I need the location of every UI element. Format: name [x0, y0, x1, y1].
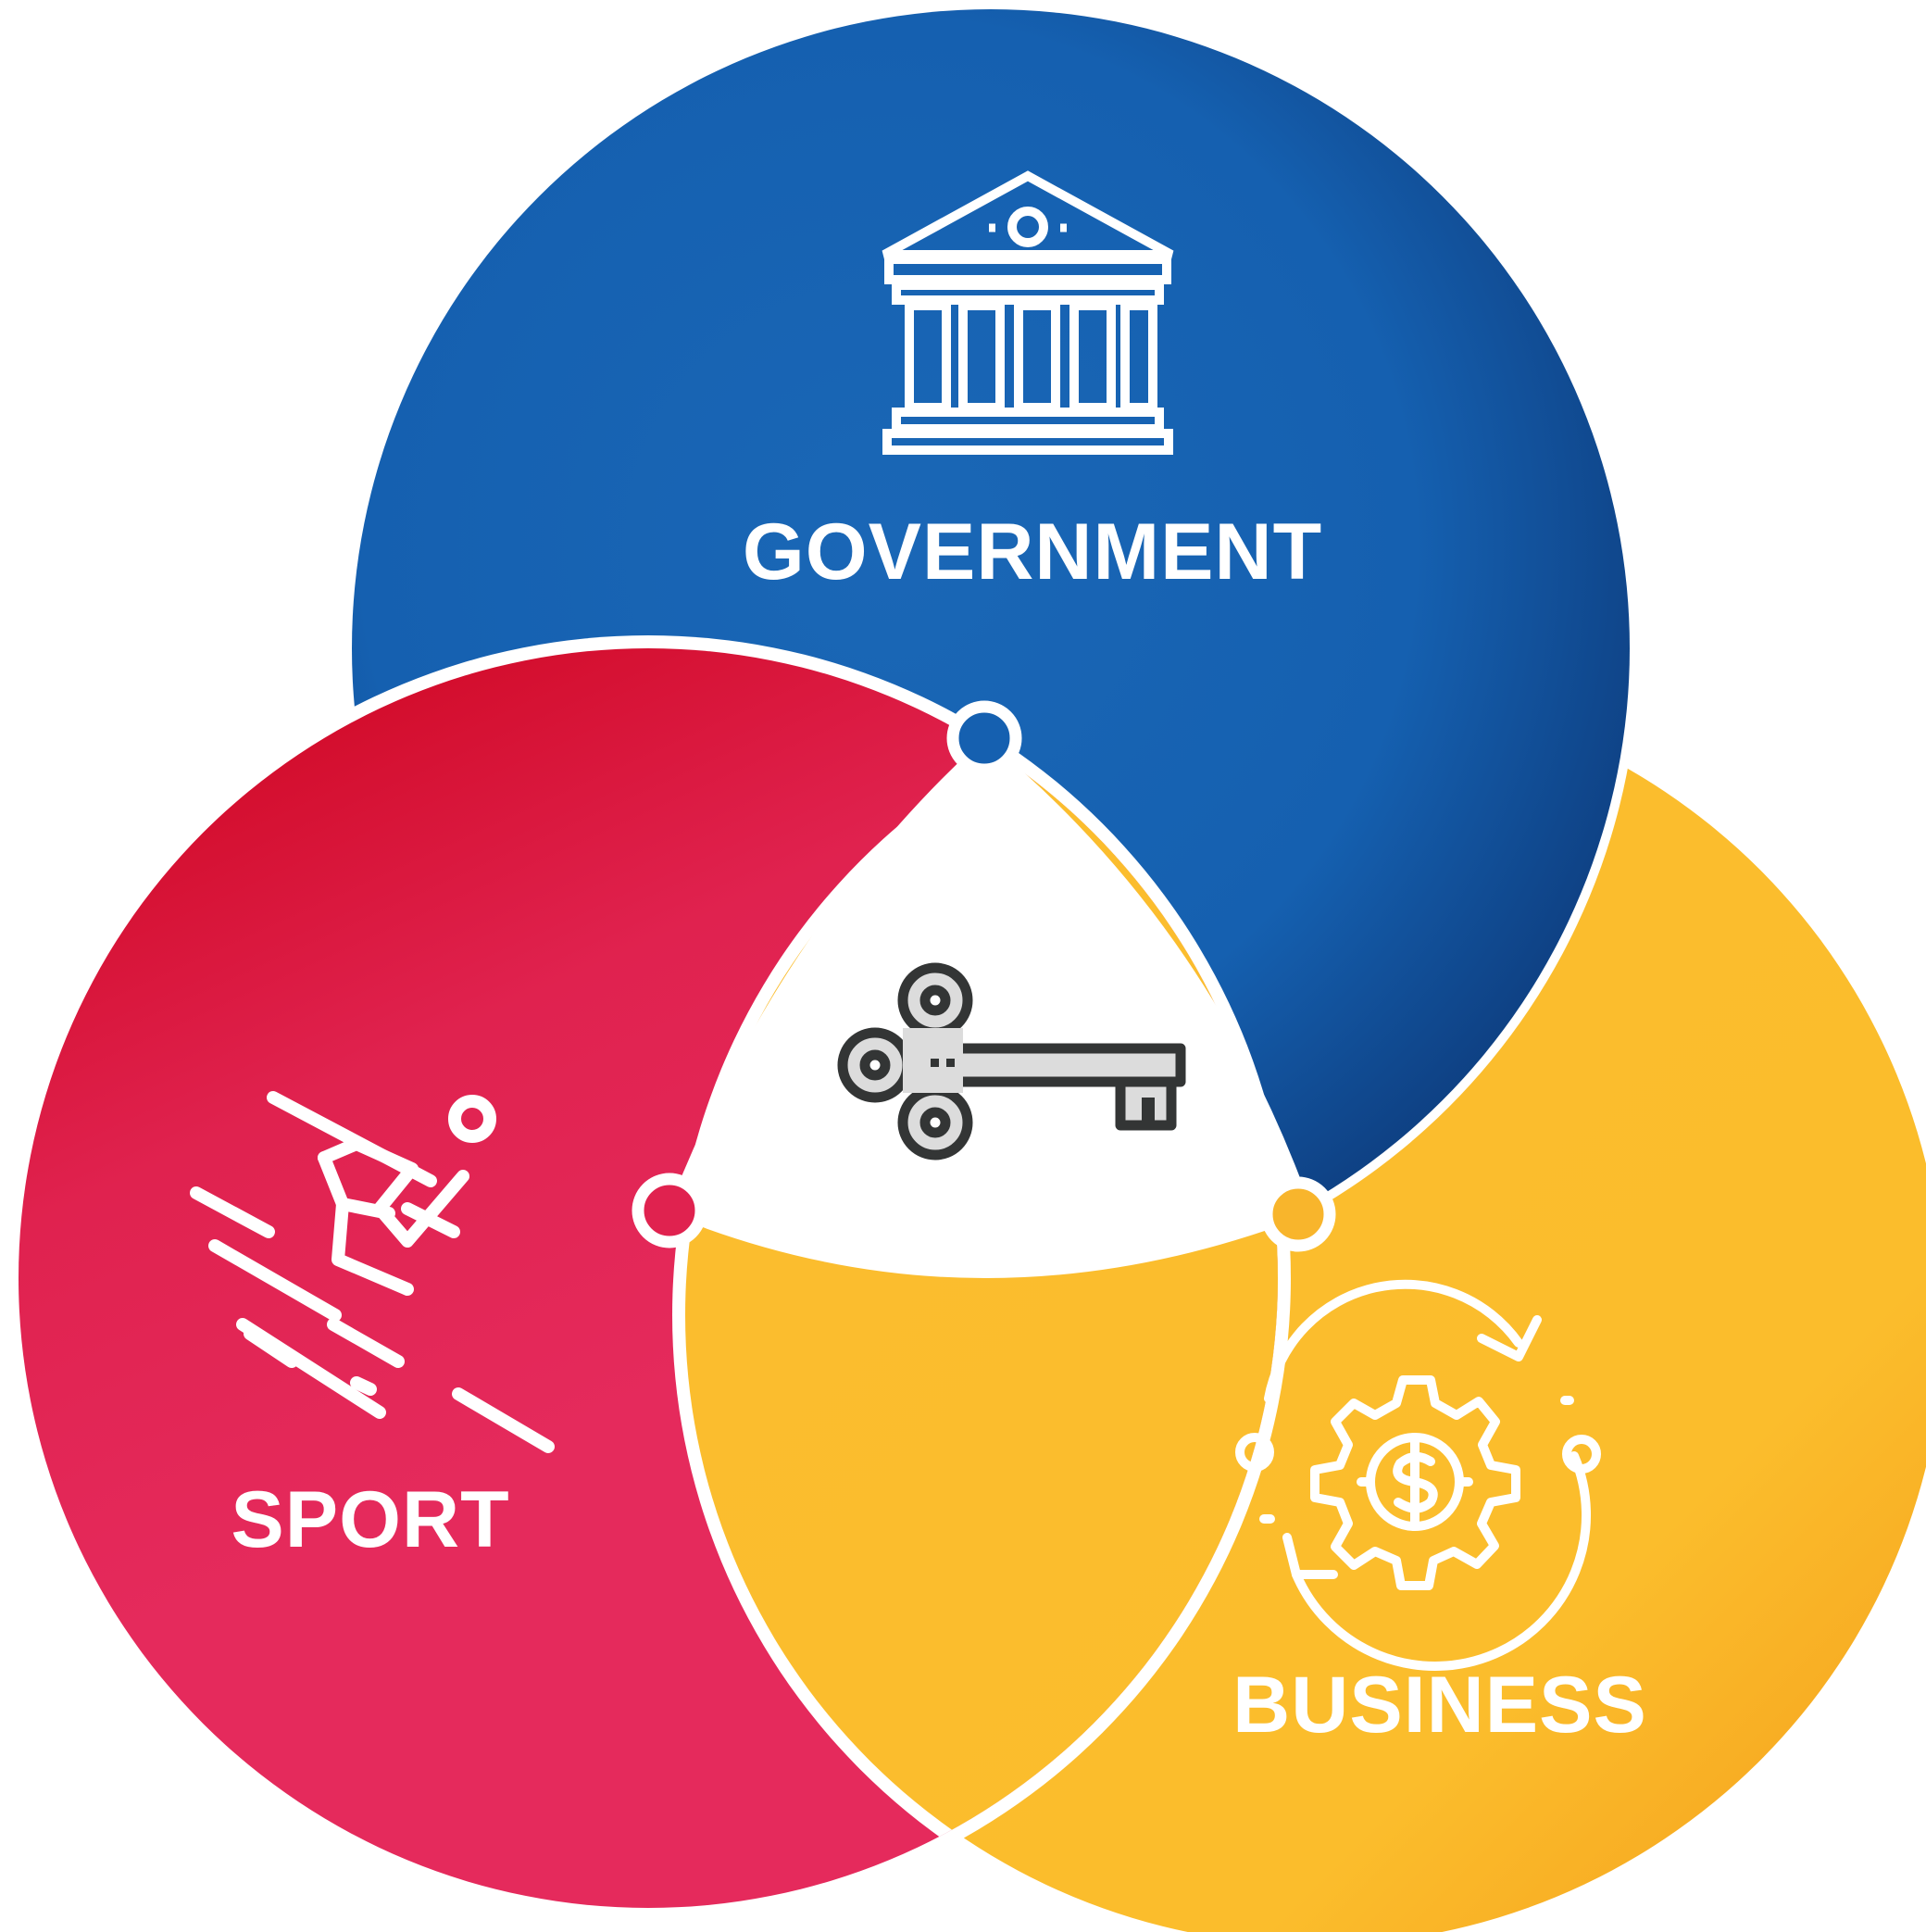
intersection-dots: [632, 700, 1336, 1252]
right-dot: [1260, 1176, 1336, 1252]
skier-icon: [190, 1091, 555, 1453]
government-label: GOVERNMENT: [743, 508, 1322, 596]
key-icon: [837, 962, 1186, 1160]
left-dot: [632, 1173, 707, 1248]
center-intersection: [667, 738, 1313, 1278]
government-building-icon: [882, 170, 1174, 455]
sport-label: SPORT: [231, 1475, 509, 1564]
top-dot: [946, 700, 1022, 776]
money-gear-cycle-icon: [1235, 1279, 1601, 1672]
business-label: BUSINESS: [1232, 1661, 1647, 1750]
